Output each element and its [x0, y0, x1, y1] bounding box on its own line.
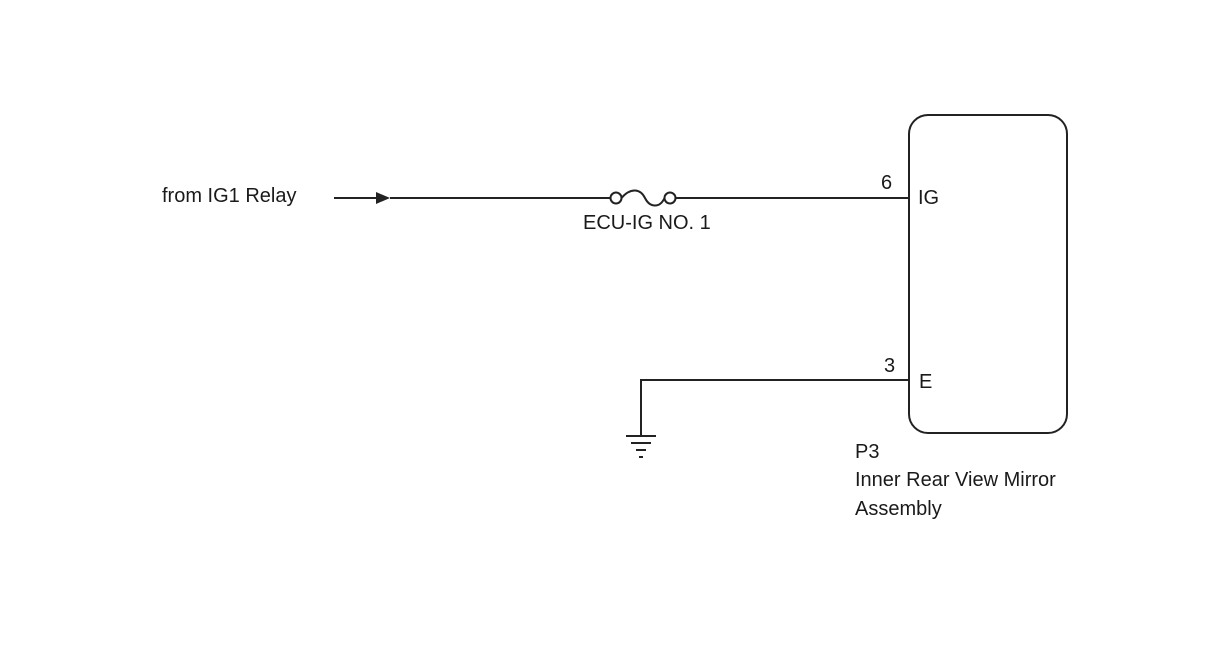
pin-3-number: 3 [884, 355, 896, 377]
component-code: P3 [855, 441, 880, 463]
ground-icon [626, 435, 656, 458]
source-arrow-icon [376, 192, 390, 204]
source-label: from IG1 Relay [162, 185, 297, 207]
wire-to-ground [640, 379, 908, 436]
pin-ig-name: IG [918, 187, 940, 209]
pin-e-name: E [919, 371, 933, 393]
component-name-line2: Assembly [855, 498, 942, 520]
fuse-icon [609, 189, 677, 207]
component-name-line1: Inner Rear View Mirror [855, 469, 1056, 491]
fuse-label: ECU-IG NO. 1 [583, 212, 711, 234]
pin-6-number: 6 [881, 172, 893, 194]
component-box [908, 114, 1068, 434]
